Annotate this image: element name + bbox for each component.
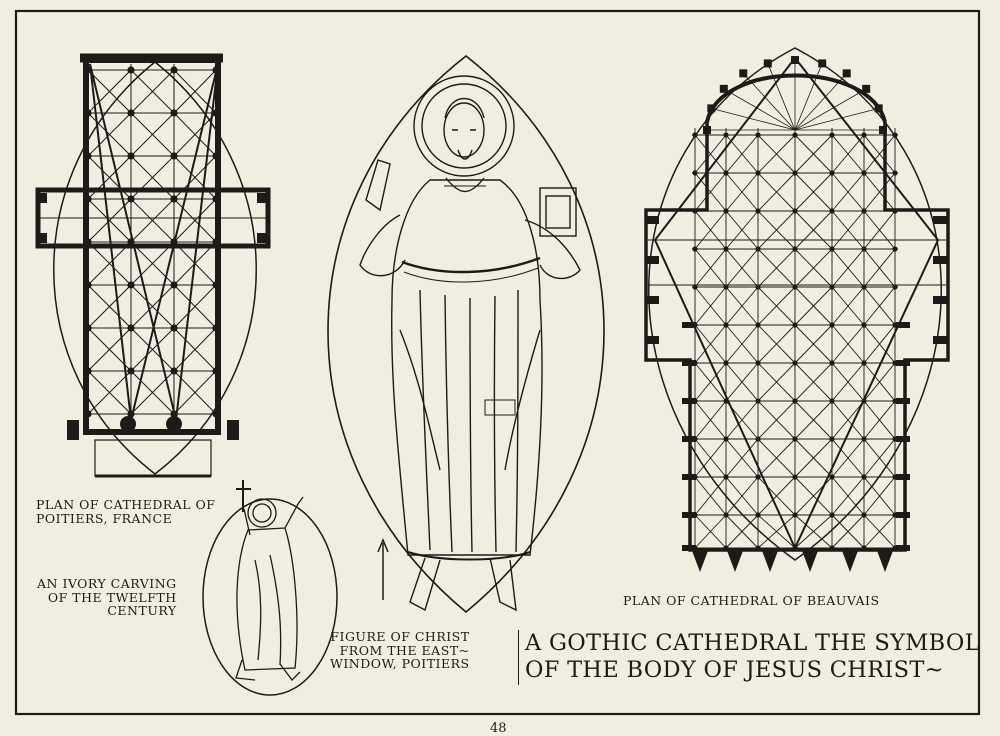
christ-caption-line-1: FIGURE OF CHRIST [330, 629, 470, 644]
christ-vesica [327, 54, 605, 614]
christ-figure-caption: FIGURE OF CHRIST FROM THE EAST~ WINDOW, … [330, 630, 470, 671]
christ-figure-drawing [327, 54, 605, 614]
beauvais-plan-caption: PLAN OF CATHEDRAL OF BEAUVAIS [623, 593, 880, 608]
plate-title-line-2: OF THE BODY OF JESUS CHRIST~ [525, 657, 944, 684]
plate-title: A GOTHIC CATHEDRAL THE SYMBOL OF THE BOD… [518, 630, 980, 685]
plate-title-line-1: A GOTHIC CATHEDRAL THE SYMBOL [525, 630, 980, 656]
beauvais-plan-drawing [644, 47, 950, 572]
beauvais-oval [648, 47, 942, 561]
christ-caption-line-2: FROM THE EAST~ [339, 642, 470, 658]
page-number: 48 [490, 721, 507, 736]
ivory-caption-line-2: OF THE TWELFTH [47, 589, 177, 605]
poitiers-plan-drawing [35, 53, 271, 478]
ivory-carving-drawing [202, 480, 338, 696]
ivory-carving-caption: AN IVORY CARVING OF THE TWELFTH CENTURY [37, 577, 177, 618]
ivory-caption-line-3: CENTURY [107, 603, 177, 618]
ivory-oval [202, 498, 338, 696]
plate-frame [14, 9, 981, 716]
christ-caption-line-3: WINDOW, POITIERS [330, 656, 470, 671]
ivory-caption-line-1: AN IVORY CARVING [37, 576, 177, 591]
poitiers-plan-caption: PLAN OF CATHEDRAL OF POITIERS, FRANCE [36, 497, 216, 526]
